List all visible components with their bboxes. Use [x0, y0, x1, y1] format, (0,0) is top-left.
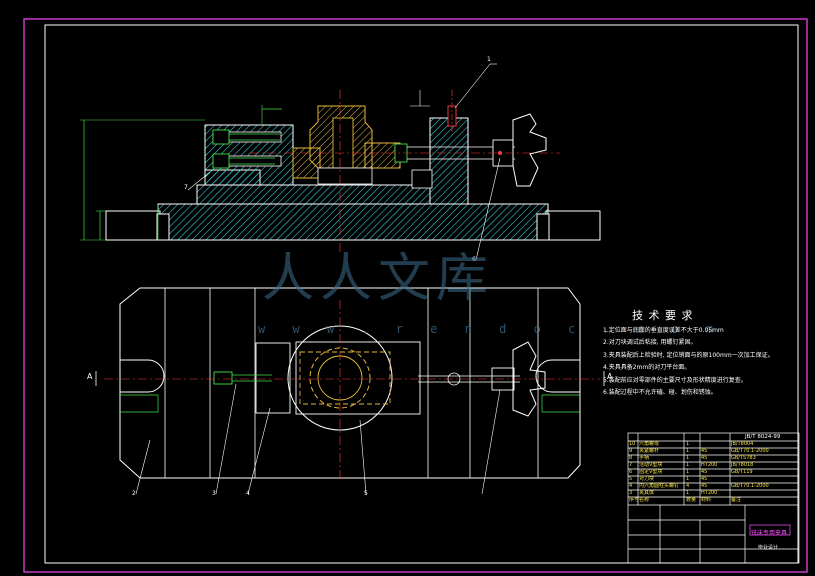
bom-cell-qty: 1: [686, 476, 690, 482]
bom-cell-std: GB/T70.1-2000: [731, 448, 769, 454]
bom-cell-no: 7: [629, 462, 633, 468]
bom-cell-name: 六角螺母: [639, 441, 660, 447]
bom-cell-qty: 1: [686, 490, 690, 496]
bom-cell-qty: 4: [686, 483, 690, 489]
bom-cell-no: 4: [629, 483, 633, 489]
bom-cell-mat: HT200: [701, 490, 718, 496]
callout-1: 1: [487, 56, 491, 63]
drawing-name: 铣床专用夹具: [751, 530, 788, 537]
bom-row: 7 活动V型块 1 HT200 JB/T8018: [628, 462, 799, 469]
top-plan-view: [95, 287, 605, 495]
bom-cell-mat: 45: [701, 469, 708, 475]
bom-cell-no: 10: [629, 441, 636, 447]
bom-cell-std: 备注: [731, 497, 742, 503]
tech-requirements-list: 1.定位面与底面的垂直度误差不大于0.05mm 2.对刀块调试后粘接, 用螺钉紧…: [603, 325, 774, 399]
bom-cell-std: GB/T119: [731, 469, 753, 475]
bom-cell-name: 手柄: [639, 455, 650, 461]
bom-cell-no: 8: [629, 455, 633, 461]
bom-cell-name: 名称: [639, 497, 650, 503]
tech-requirement-item: 3.夹具装配后上检验时, 定位销面与的原100mm一次加工保证。: [603, 351, 774, 359]
callout-4: 4: [246, 490, 250, 497]
bom-cell-qty: 数量: [686, 497, 697, 503]
tech-requirement-item: 6.装配过程中不允许磕、碰、划伤和锈蚀。: [603, 389, 717, 397]
bom-cell-no: 5: [629, 476, 633, 482]
bom-row: 8 手柄 1 45 GB/T5783: [628, 455, 799, 462]
bom-cell-qty: 1: [686, 448, 690, 454]
tech-requirement-item: 1.定位面与底面的垂直度误差不大于0.05mm: [603, 327, 724, 334]
watermark-url: w w w . r e n d o c . c o m: [258, 322, 724, 336]
callout-7: 7: [184, 184, 188, 191]
front-section-view: [80, 63, 601, 261]
tech-requirements-title: 技 术 要 求: [632, 309, 694, 322]
bom-cell-name: 活动V型块: [639, 462, 663, 468]
bom-cell-qty: 1: [686, 455, 690, 461]
callout-2: 2: [132, 490, 136, 497]
bom-cell-name: 夹紧螺杆: [639, 448, 660, 454]
watermark-brand: 人人文库: [262, 249, 495, 309]
bom-cell-std: GB/T5783: [731, 455, 756, 461]
bom-cell-mat: 45: [701, 476, 708, 482]
tech-requirement-item: 5.装配前应对零部件的主要尺寸及形状精度进行复查。: [603, 376, 747, 384]
bom-cell-std: JB/T8018: [731, 462, 754, 468]
bom-cell-mat: HT200: [701, 462, 718, 468]
callout-5: 5: [364, 490, 368, 497]
title-block-grid: [627, 432, 800, 564]
bom-row: 5 对刀块 1 45: [628, 476, 799, 483]
bom-row: 序号名称 数量材料 备注: [628, 497, 799, 504]
bom-cell-no: 6: [629, 469, 633, 475]
bom-cell-std: GB/T70.1-2000: [731, 483, 769, 489]
bom-cell-std: JB/T8004: [731, 441, 754, 447]
section-mark-right: A: [607, 372, 613, 381]
bom-cell-mat: 45: [701, 448, 708, 454]
bom-cell-qty: 1: [686, 462, 690, 468]
callout-3: 3: [212, 490, 216, 497]
school-name: 毕业设计: [758, 545, 779, 551]
bom-cell-name: 内六角圆柱头螺钉: [639, 483, 680, 489]
callout-6: 6: [472, 256, 476, 263]
section-mark-left: A: [87, 372, 93, 381]
bom-header-standard: JB/T 8024-99: [745, 434, 781, 440]
bom-cell-name: 夹具体: [639, 490, 655, 496]
bom-cell-mat: 材料: [701, 497, 712, 503]
bom-cell-qty: 1: [686, 469, 690, 475]
bom-cell-qty: 1: [686, 441, 690, 447]
bom-cell-name: 固定V型块: [639, 469, 663, 475]
bom-row: 3 夹具体 1 HT200: [628, 490, 799, 497]
bom-row: 9 夹紧螺杆 1 45 GB/T70.1-2000: [628, 448, 799, 455]
bom-row: 6 固定V型块 1 45 GB/T119: [628, 469, 799, 476]
tech-requirement-item: 4.夹具具备2mm的对刀平台面。: [603, 364, 691, 372]
bom-row: 4 内六角圆柱头螺钉 4 45 GB/T70.1-2000: [628, 483, 799, 490]
bom-cell-no: 3: [629, 490, 633, 496]
bom-cell-no: 序号: [629, 497, 640, 503]
bom-cell-name: 对刀块: [639, 476, 655, 482]
bom-cell-mat: 45: [701, 455, 708, 461]
inner-frame: [44, 24, 799, 564]
bom-cell-no: 9: [629, 448, 633, 454]
outer-frame: [23, 18, 808, 573]
tech-requirement-item: 2.对刀块调试后粘接, 用螺钉紧固。: [603, 339, 697, 347]
bom-cell-mat: 45: [701, 483, 708, 489]
